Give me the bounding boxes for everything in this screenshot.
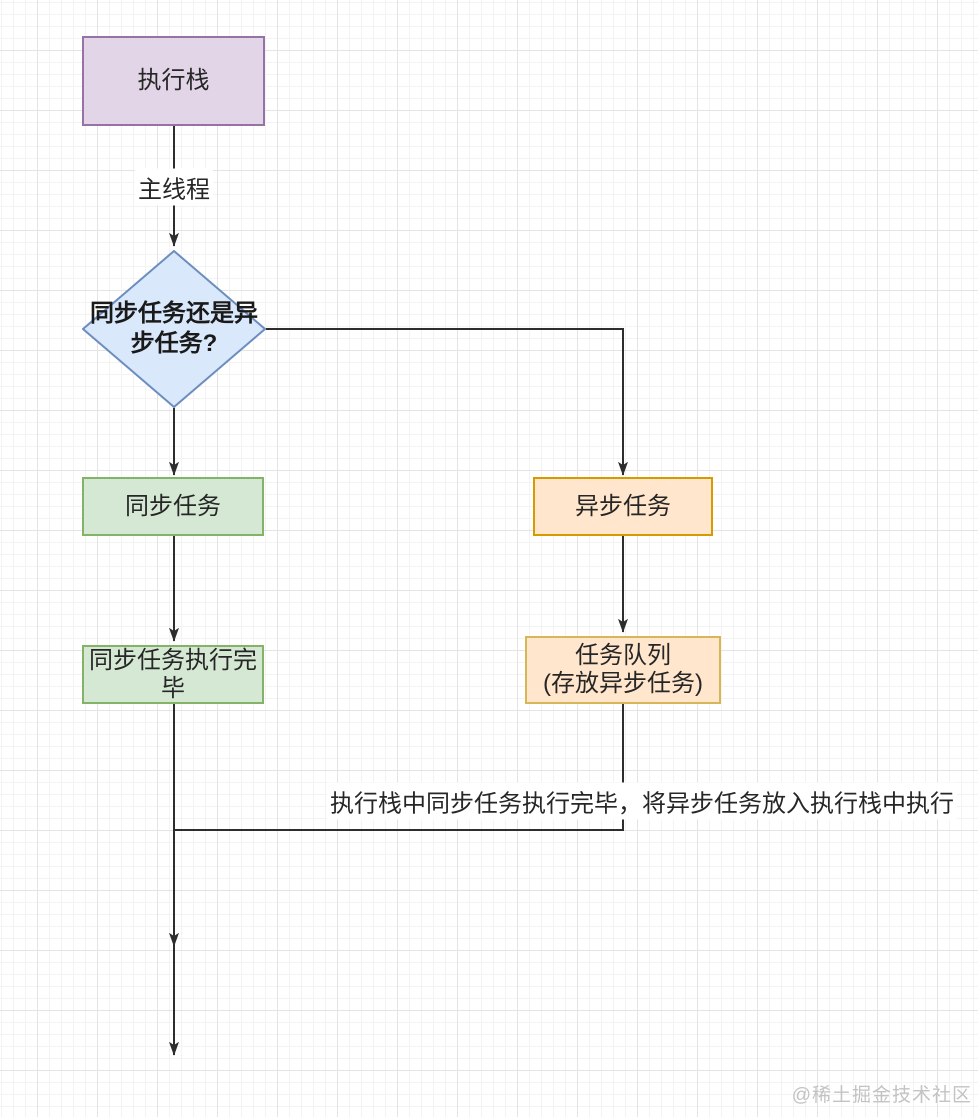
node-async-task: 异步任务 (533, 477, 713, 536)
decision-diamond-shape (82, 250, 266, 408)
node-sync-task-label: 同步任务 (125, 492, 221, 520)
edge-label-main-thread: 主线程 (135, 168, 213, 206)
node-decision-label: 同步任务还是异步任务? (90, 300, 258, 357)
node-task-queue-label: 任务队列 (存放异步任务) (543, 642, 703, 697)
edge-queue-merge-down (169, 704, 624, 1056)
node-decision: 同步任务还是异步任务? (82, 250, 266, 408)
node-execution-stack: 执行栈 (82, 36, 265, 126)
edge-label-queue-note: 执行栈中同步任务执行完毕，将异步任务放入执行栈中执行 (327, 782, 957, 820)
node-task-queue: 任务队列 (存放异步任务) (525, 636, 721, 704)
watermark: @稀土掘金技术社区 (791, 1085, 972, 1106)
node-execution-stack-label: 执行栈 (137, 67, 210, 95)
node-task-queue-label-line1: 任务队列 (574, 642, 671, 670)
node-async-task-label: 异步任务 (575, 492, 671, 520)
edge-decision-to-async (266, 328, 628, 476)
node-task-queue-label-line2: (存放异步任务) (543, 670, 703, 697)
node-sync-done-label: 同步任务执行完毕 (89, 646, 257, 702)
node-sync-task: 同步任务 (82, 477, 264, 536)
node-sync-done: 同步任务执行完毕 (82, 645, 264, 704)
